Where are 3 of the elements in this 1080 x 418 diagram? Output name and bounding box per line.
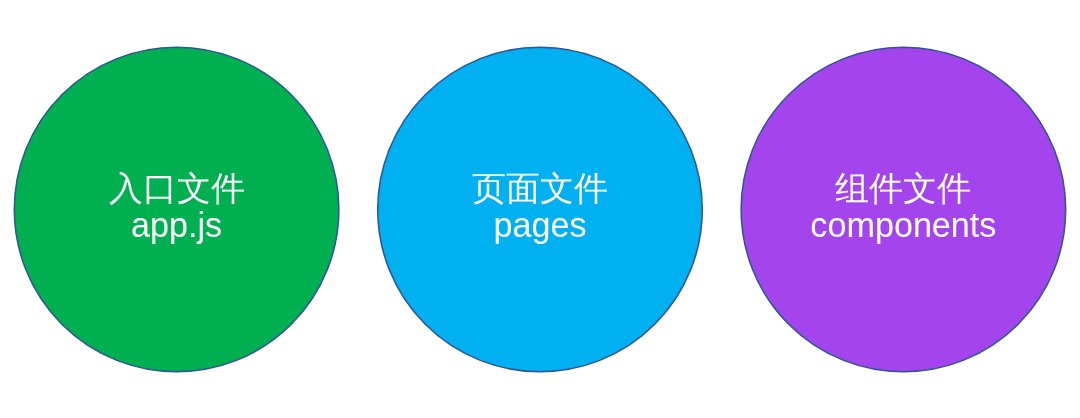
node-circle: 页面文件 pages [376,45,704,373]
node-circle: 组件文件 components [740,45,1067,373]
node-circle: 入口文件 app.js [13,45,340,373]
